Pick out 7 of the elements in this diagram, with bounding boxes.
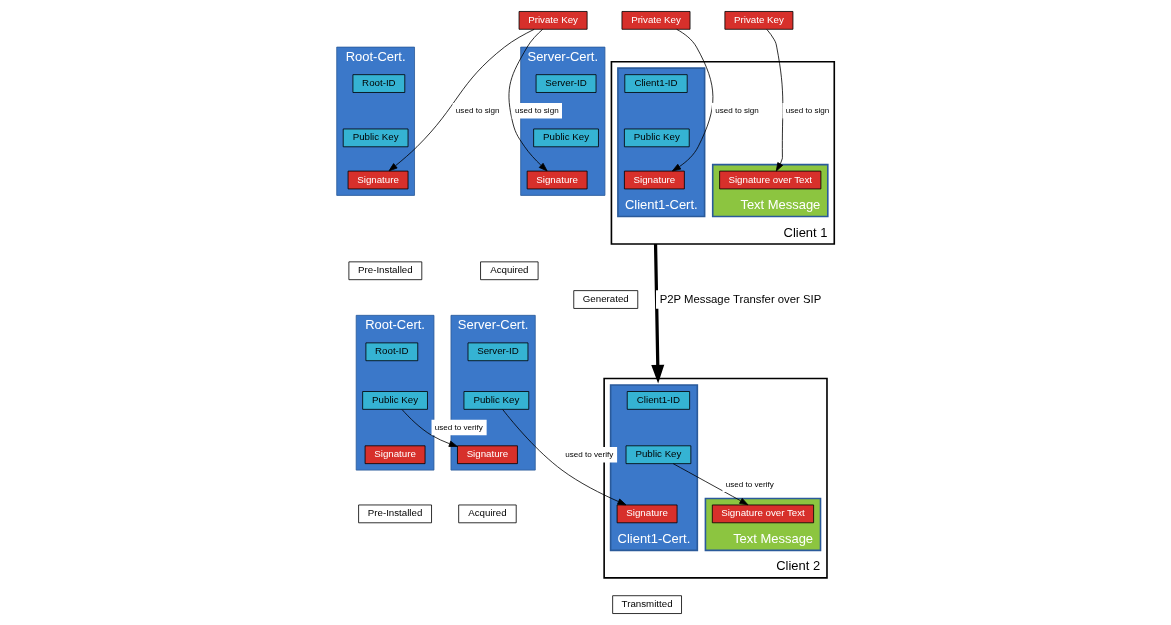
edge-label: used to verify	[725, 479, 774, 489]
node-label: Client 1	[783, 224, 828, 240]
edge-label: P2P Message Transfer over SIP	[659, 292, 822, 305]
edge-label: used to sign	[785, 106, 830, 116]
node-label: Client 2	[776, 558, 821, 574]
edge-label: used to sign	[715, 106, 759, 116]
edge-label: used to sign	[455, 106, 500, 116]
